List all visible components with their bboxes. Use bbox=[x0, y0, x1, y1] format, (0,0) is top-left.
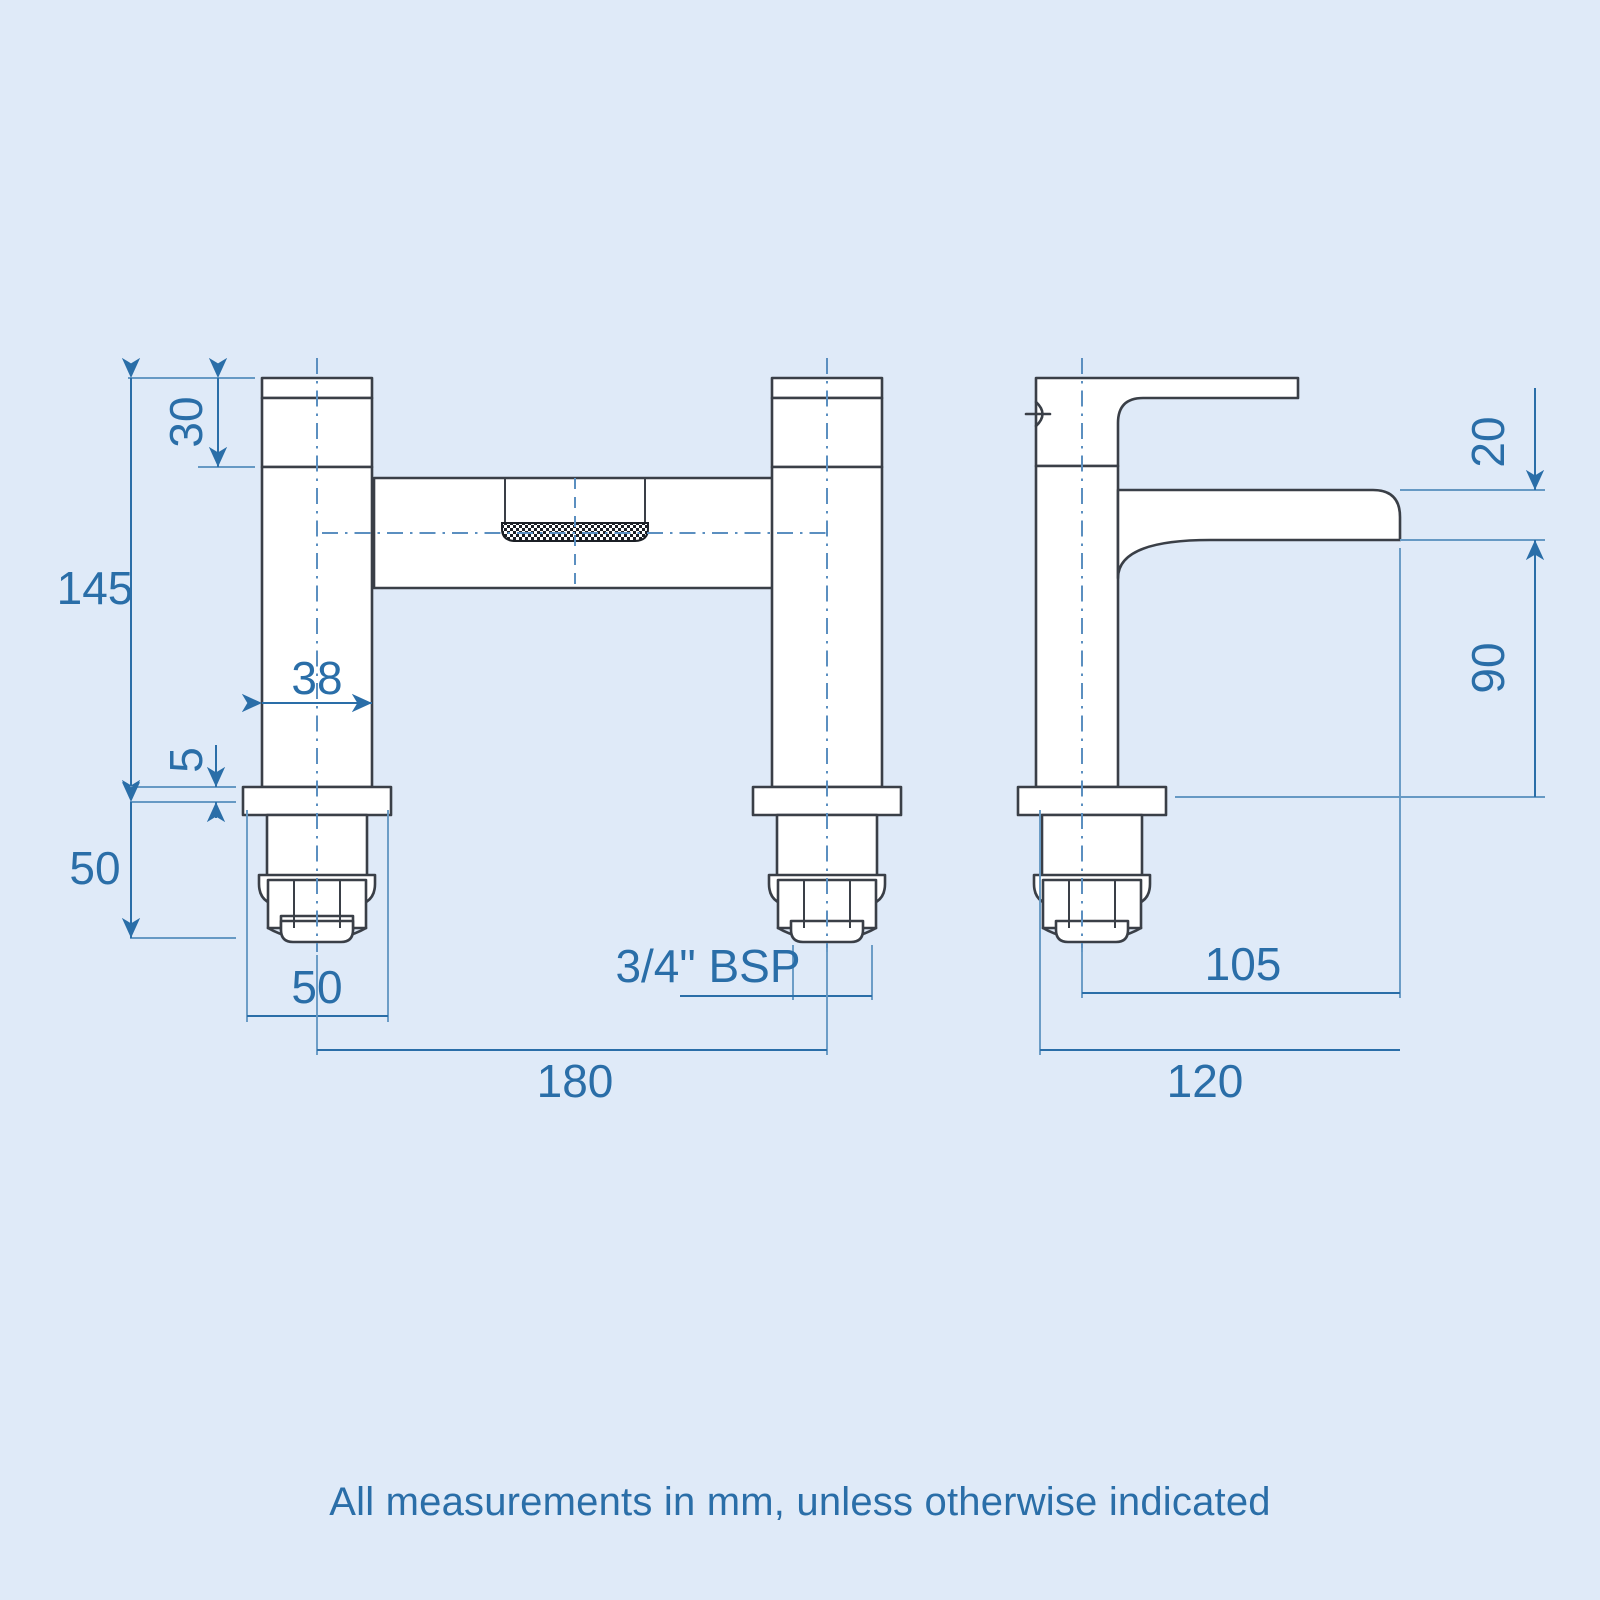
side-thread-tail bbox=[1054, 919, 1130, 944]
front-left-pillar bbox=[241, 358, 393, 952]
left-deck-flange bbox=[241, 785, 393, 817]
side-view bbox=[1016, 358, 1402, 952]
side-spout-arm bbox=[1116, 488, 1402, 580]
side-shank bbox=[1040, 813, 1144, 882]
dimension-label-38: 38 bbox=[291, 652, 342, 704]
left-thread-tail bbox=[279, 919, 355, 944]
dimension-label-105: 105 bbox=[1205, 938, 1282, 990]
dimension-label-bsp: 3/4" BSP bbox=[615, 940, 800, 992]
front-right-pillar bbox=[751, 358, 903, 952]
dimension-label-145: 145 bbox=[57, 562, 134, 614]
side-pillar-column bbox=[1034, 464, 1120, 789]
measurement-note: All measurements in mm, unless otherwise… bbox=[329, 1480, 1271, 1524]
dimension-label-120: 120 bbox=[1167, 1055, 1244, 1107]
side-lever-handle bbox=[1034, 376, 1300, 468]
dimension-label-180: 180 bbox=[537, 1055, 614, 1107]
dimension-label-30: 30 bbox=[160, 396, 212, 447]
dimension-label-50-height: 50 bbox=[69, 842, 120, 894]
front-view bbox=[241, 358, 903, 952]
front-view-dimensions: 30 145 38 5 50 50 bbox=[57, 357, 873, 1107]
side-view-dimensions: 20 90 105 120 bbox=[1039, 388, 1545, 1107]
right-thread-tail bbox=[789, 919, 865, 944]
dimension-label-20: 20 bbox=[1462, 416, 1514, 467]
dimension-label-90: 90 bbox=[1462, 642, 1514, 693]
dimension-label-5: 5 bbox=[160, 747, 212, 773]
